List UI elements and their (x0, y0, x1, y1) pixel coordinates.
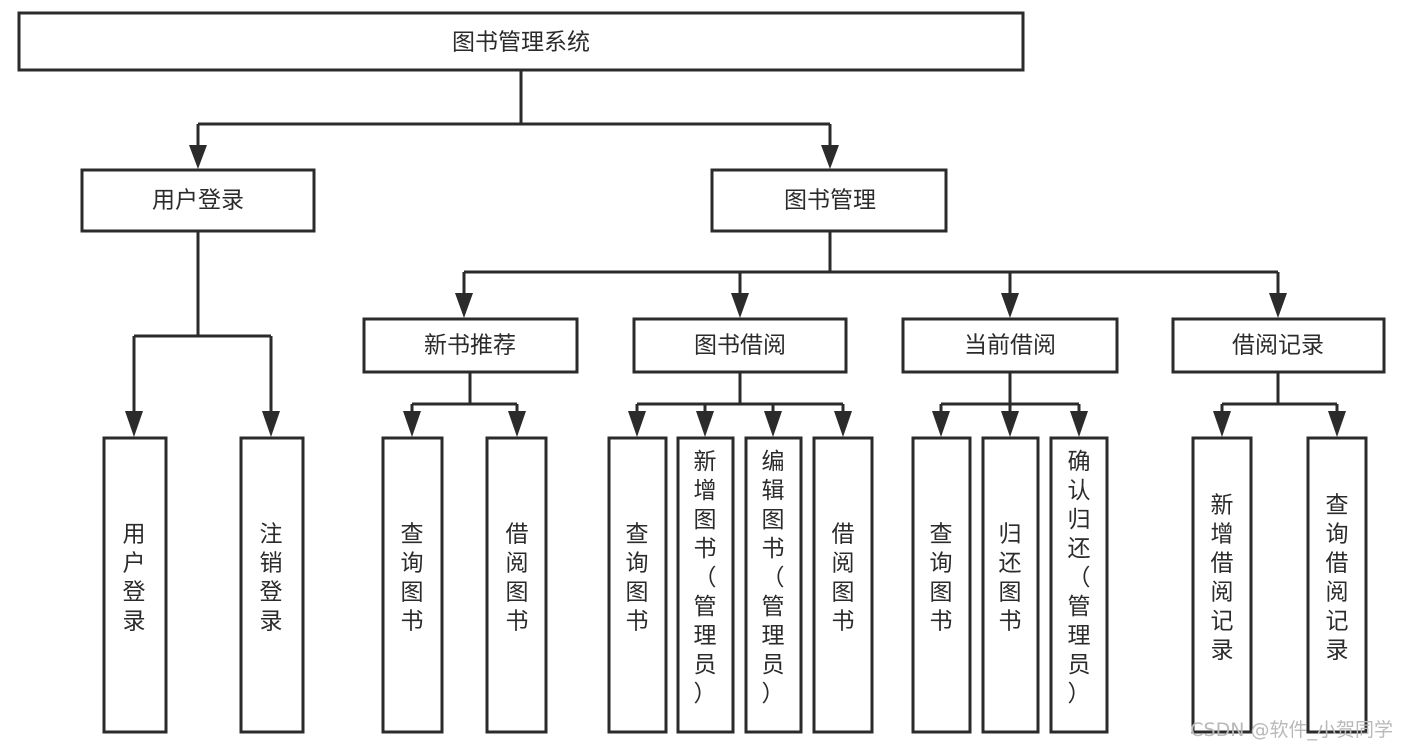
node-user-login-box[interactable] (80, 168, 316, 233)
arrow-leaf-add-book (696, 411, 714, 437)
arrow-leaf-borrow-book-2 (834, 411, 852, 437)
node-root-box[interactable] (17, 11, 1025, 72)
node-leaf-add-book-box[interactable] (676, 436, 735, 734)
arrow-leaf-return-book (1001, 411, 1019, 437)
node-current-borrow-label: 当前借阅 (964, 333, 1056, 359)
node-leaf-borrow-book-2-label: 借阅图书 (832, 522, 855, 635)
node-leaf-user-login[interactable]: 用户登录 (102, 436, 168, 734)
arrow-leaf-query-book-3 (932, 411, 950, 437)
node-leaf-query-record-box[interactable] (1306, 436, 1368, 734)
node-leaf-return-book-box[interactable] (981, 436, 1040, 734)
node-leaf-edit-book-label: 编辑图书（管理员） (762, 449, 785, 707)
node-leaf-user-login-label: 用户登录 (123, 522, 146, 635)
connector-layer (125, 71, 1346, 437)
node-leaf-borrow-book-2-box[interactable] (812, 436, 874, 734)
arrow-leaf-add-record (1213, 411, 1231, 437)
node-leaf-confirm-return[interactable]: 确认归还（管理员） (1049, 436, 1109, 734)
node-book-manage[interactable]: 图书管理 (710, 168, 948, 233)
node-root-label: 图书管理系统 (452, 30, 590, 56)
arrow-leaf-query-record (1328, 411, 1346, 437)
node-new-book-rec-box[interactable] (362, 317, 579, 374)
node-new-book-rec-label: 新书推荐 (424, 333, 516, 359)
arrow-leaf-user-login (125, 411, 143, 437)
node-leaf-confirm-return-box[interactable] (1049, 436, 1109, 734)
node-new-book-rec[interactable]: 新书推荐 (362, 317, 579, 374)
arrow-new-book-rec (455, 293, 473, 318)
arrow-book-manage (821, 145, 839, 169)
arrow-book-borrow (731, 293, 749, 318)
arrow-user-login (189, 145, 207, 169)
node-leaf-add-book-label: 新增图书（管理员） (694, 449, 717, 707)
node-leaf-add-record[interactable]: 新增借阅记录 (1191, 436, 1253, 734)
node-leaf-logout-login-label: 注销登录 (260, 522, 283, 635)
node-leaf-query-book-1-box[interactable] (381, 436, 444, 734)
node-leaf-query-record-label: 查询借阅记录 (1326, 493, 1349, 664)
node-user-login[interactable]: 用户登录 (80, 168, 316, 233)
node-leaf-confirm-return-label: 确认归还（管理员） (1068, 449, 1091, 707)
node-leaf-query-book-3-label: 查询图书 (930, 522, 953, 635)
node-leaf-borrow-book-1[interactable]: 借阅图书 (485, 436, 548, 734)
node-leaf-borrow-book-2[interactable]: 借阅图书 (812, 436, 874, 734)
arrow-leaf-query-book-2 (628, 411, 646, 437)
arrow-leaf-confirm-return (1070, 411, 1088, 437)
node-current-borrow[interactable]: 当前借阅 (901, 317, 1119, 374)
node-leaf-borrow-book-1-box[interactable] (485, 436, 548, 734)
node-leaf-logout-login[interactable]: 注销登录 (239, 436, 305, 734)
node-leaf-query-record[interactable]: 查询借阅记录 (1306, 436, 1368, 734)
arrow-current-borrow (1001, 293, 1019, 318)
arrow-leaf-borrow-book-1 (508, 411, 526, 437)
node-borrow-record[interactable]: 借阅记录 (1171, 317, 1386, 374)
node-leaf-edit-book[interactable]: 编辑图书（管理员） (744, 436, 803, 734)
node-user-login-label: 用户登录 (152, 188, 244, 214)
node-leaf-edit-book-box[interactable] (744, 436, 803, 734)
arrow-leaf-query-book-1 (403, 411, 421, 437)
csdn-watermark: CSDN @软件_小贺同学 (1190, 719, 1393, 741)
node-current-borrow-box[interactable] (901, 317, 1119, 374)
node-borrow-record-box[interactable] (1171, 317, 1386, 374)
node-leaf-logout-login-box[interactable] (239, 436, 305, 734)
node-book-manage-label: 图书管理 (784, 188, 876, 214)
node-root[interactable]: 图书管理系统 (17, 11, 1025, 72)
node-leaf-add-record-box[interactable] (1191, 436, 1253, 734)
node-leaf-add-record-label: 新增借阅记录 (1211, 493, 1234, 664)
node-leaf-query-book-2-label: 查询图书 (626, 522, 649, 635)
node-leaf-query-book-3-box[interactable] (911, 436, 972, 734)
arrow-borrow-record (1269, 293, 1287, 318)
node-leaf-user-login-box[interactable] (102, 436, 168, 734)
node-leaf-query-book-1-label: 查询图书 (401, 522, 424, 635)
node-leaf-query-book-2-box[interactable] (607, 436, 668, 734)
node-book-borrow-label: 图书借阅 (694, 333, 786, 359)
arrow-leaf-edit-book (764, 411, 782, 437)
node-borrow-record-label: 借阅记录 (1232, 333, 1324, 359)
node-book-borrow[interactable]: 图书借阅 (632, 317, 848, 374)
node-leaf-query-book-3[interactable]: 查询图书 (911, 436, 972, 734)
arrow-leaf-logout-login (262, 411, 280, 437)
node-leaf-return-book[interactable]: 归还图书 (981, 436, 1040, 734)
node-book-borrow-box[interactable] (632, 317, 848, 374)
node-leaf-query-book-1[interactable]: 查询图书 (381, 436, 444, 734)
node-leaf-add-book[interactable]: 新增图书（管理员） (676, 436, 735, 734)
node-leaf-return-book-label: 归还图书 (999, 522, 1022, 635)
node-book-manage-box[interactable] (710, 168, 948, 233)
node-leaf-borrow-book-1-label: 借阅图书 (506, 522, 529, 635)
node-leaf-query-book-2[interactable]: 查询图书 (607, 436, 668, 734)
